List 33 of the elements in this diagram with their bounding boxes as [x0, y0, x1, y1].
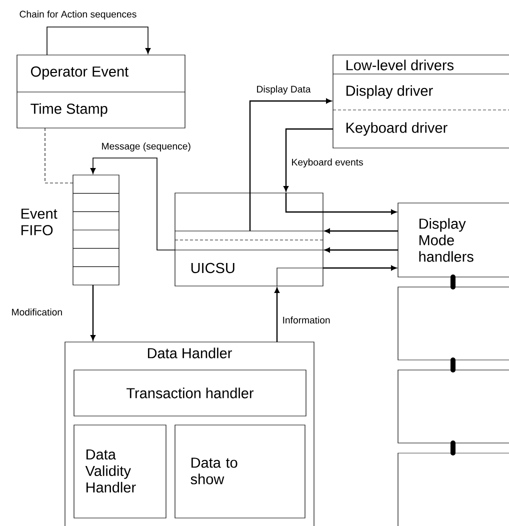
handler-box	[398, 370, 509, 444]
driver-compartment: Keyboard driver	[332, 110, 509, 136]
arrow	[284, 128, 333, 192]
arrow	[90, 285, 96, 340]
arrow	[323, 210, 396, 214]
process-box: UICSU	[174, 192, 324, 286]
handler-box	[398, 452, 509, 526]
edge-label: Message (sequence)	[102, 142, 190, 152]
edge-label: Keyboard events	[292, 158, 363, 168]
process-box: Data Validity Handler	[74, 424, 166, 518]
process-box: Data to show	[174, 424, 306, 518]
arrow	[324, 248, 398, 252]
node-label: Event FIFO	[21, 208, 58, 236]
arrow	[249, 98, 332, 193]
connector-bar	[450, 274, 456, 290]
arrow	[323, 266, 396, 270]
arrow	[90, 158, 176, 250]
record-box: Operator Event Time Stamp	[16, 54, 186, 128]
driver-compartment: Display driver	[332, 74, 509, 99]
connector-bar	[450, 440, 456, 456]
edge-label: Chain for Action sequences	[20, 10, 136, 20]
edge-label: Modification	[12, 308, 62, 316]
arrow	[46, 26, 151, 56]
handler-box: Display Mode handlers	[398, 202, 509, 278]
process-box: Transaction handler	[74, 370, 306, 416]
connector-bar	[450, 358, 456, 372]
arrow	[324, 228, 398, 234]
edge-label: Information	[283, 316, 330, 324]
handler-box	[398, 286, 509, 360]
fifo-queue: Event FIFO	[22, 174, 120, 286]
dashed-line	[44, 128, 74, 184]
arrow	[274, 288, 280, 342]
edge-label: Display Data	[257, 86, 311, 94]
